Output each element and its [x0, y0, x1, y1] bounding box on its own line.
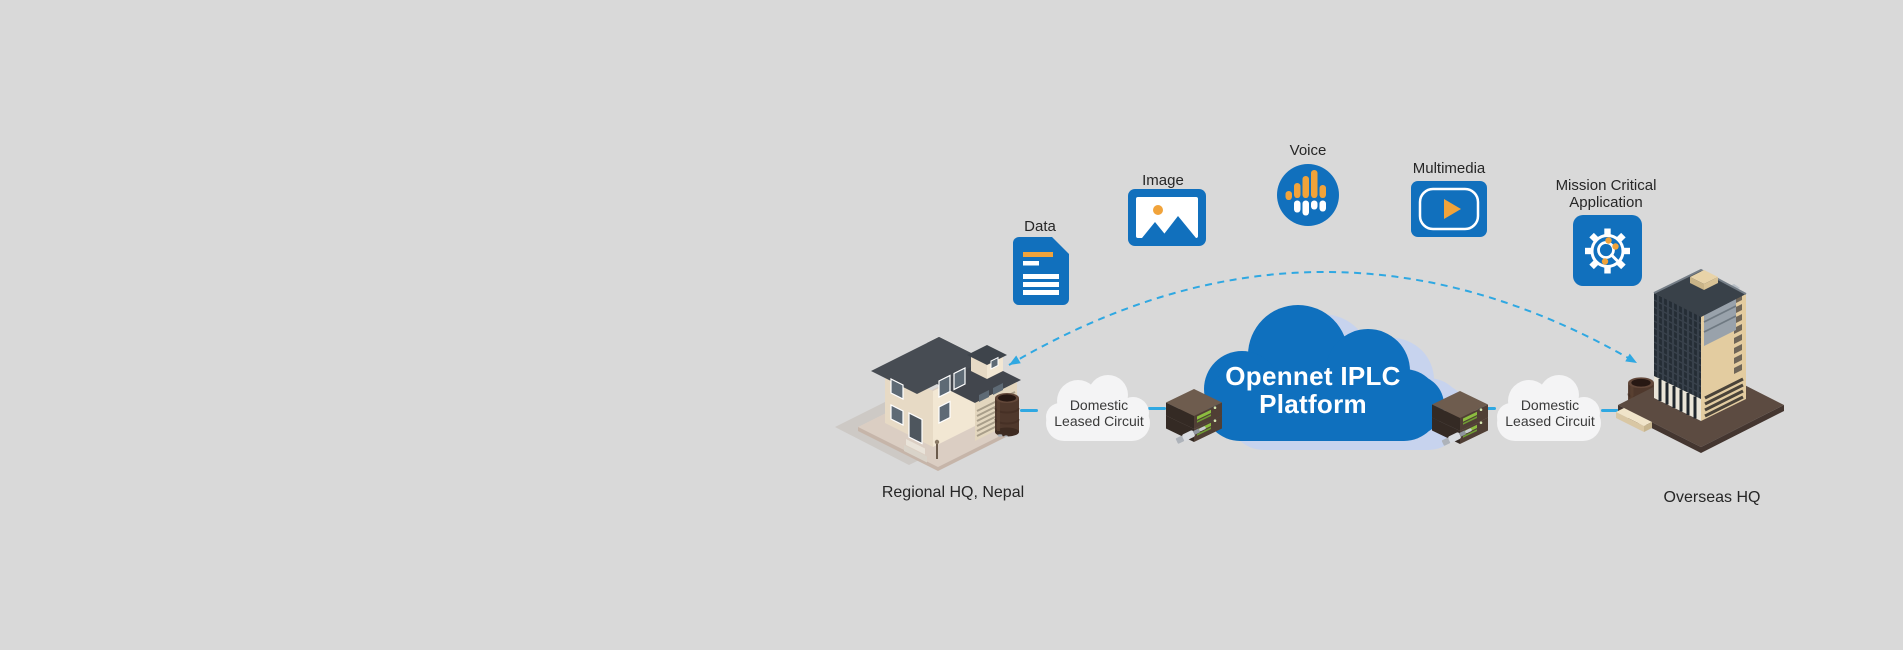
picture-icon	[1128, 189, 1206, 246]
service-image-label: Image	[1142, 172, 1184, 189]
link-dash	[1601, 409, 1619, 412]
service-data-label: Data	[1024, 218, 1056, 235]
document-icon	[1013, 237, 1069, 305]
gear-magnifier-icon	[1573, 215, 1642, 286]
service-mission-critical-label: Mission Critical Application	[1555, 177, 1657, 211]
site-regional-hq-label: Regional HQ, Nepal	[881, 484, 1025, 501]
service-multimedia-label: Multimedia	[1412, 160, 1486, 177]
service-voice-label: Voice	[1289, 142, 1327, 159]
international-link-arc	[1008, 271, 1638, 366]
link-dash	[1148, 407, 1166, 410]
domestic-circuit-label: Domestic Leased Circuit	[1505, 397, 1595, 429]
video-player-icon	[1411, 181, 1487, 237]
link-dash	[1020, 409, 1038, 412]
router-icon	[1432, 391, 1488, 447]
storage-barrel-icon	[994, 392, 1020, 437]
domestic-circuit-label: Domestic Leased Circuit	[1054, 397, 1144, 429]
platform-cloud-shape	[1204, 305, 1466, 450]
site-overseas-hq-label: Overseas HQ	[1663, 489, 1761, 506]
office-tower-illustration	[1616, 268, 1784, 453]
router-icon	[1166, 389, 1222, 445]
audio-waveform-icon	[1277, 164, 1339, 226]
platform-cloud-title: Opennet IPLC Platform	[1225, 361, 1401, 419]
